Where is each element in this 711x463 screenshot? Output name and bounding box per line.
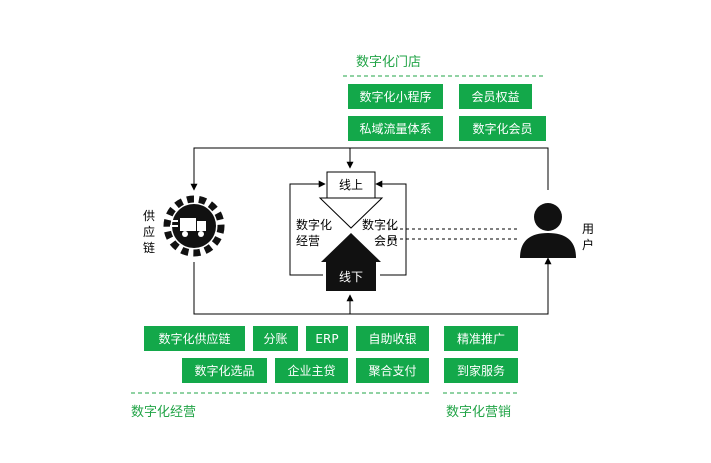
user-label-1: 用 (582, 222, 594, 236)
bottom-box-erp[interactable]: ERP (306, 326, 348, 351)
supply-chain-label-1: 供 (143, 209, 155, 223)
svg-text:数字化会员: 数字化会员 (472, 121, 532, 136)
svg-text:聚合支付: 聚合支付 (368, 363, 416, 378)
top-group-title: 数字化门店 (356, 55, 421, 70)
bottom-right-title: 数字化营销 (446, 405, 511, 420)
bottom-box-home-service[interactable]: 到家服务 (444, 358, 518, 383)
online-funnel (318, 197, 384, 229)
center-left-loop (289, 180, 326, 276)
svg-text:会员权益: 会员权益 (471, 90, 519, 104)
bottom-box-split-account[interactable]: 分账 (253, 326, 298, 351)
center-right-text-1: 数字化 (362, 217, 398, 232)
bottom-loop-line (193, 257, 552, 315)
user-icon (520, 203, 576, 258)
supply-chain-label-3: 链 (143, 240, 155, 255)
bottom-box-enterprise-loan[interactable]: 企业主贷 (275, 358, 348, 383)
offline-house: 线下 (321, 233, 381, 291)
svg-text:线上: 线上 (339, 178, 363, 192)
svg-text:分账: 分账 (263, 332, 287, 346)
bottom-box-self-checkout[interactable]: 自助收银 (356, 326, 429, 351)
bottom-box-digital-selection[interactable]: 数字化选品 (182, 358, 267, 383)
svg-text:数字化小程序: 数字化小程序 (359, 89, 431, 104)
svg-text:数字化选品: 数字化选品 (194, 363, 254, 378)
svg-text:企业主贷: 企业主贷 (287, 363, 335, 378)
top-loop-line (190, 147, 549, 191)
top-box-member-rights[interactable]: 会员权益 (459, 84, 532, 109)
svg-text:ERP: ERP (315, 332, 338, 346)
bottom-box-aggregate-pay[interactable]: 聚合支付 (356, 358, 429, 383)
svg-text:私域流量体系: 私域流量体系 (359, 122, 431, 136)
top-box-private-traffic[interactable]: 私域流量体系 (348, 116, 443, 141)
svg-text:线下: 线下 (339, 270, 363, 284)
user-label-2: 户 (582, 237, 594, 252)
center-right-text-2: 会员 (374, 234, 398, 248)
bottom-left-title: 数字化经营 (131, 405, 196, 420)
bottom-box-digital-supply-chain[interactable]: 数字化供应链 (144, 326, 245, 351)
svg-text:自助收银: 自助收银 (368, 332, 416, 346)
gear-truck-icon (163, 195, 225, 257)
online-box: 线上 (326, 171, 376, 199)
supply-chain-label-2: 应 (143, 224, 155, 239)
center-left-text-1: 数字化 (296, 217, 332, 232)
svg-text:数字化供应链: 数字化供应链 (158, 331, 230, 346)
center-left-text-2: 经营 (296, 234, 320, 248)
top-box-digital-member[interactable]: 数字化会员 (459, 116, 546, 141)
top-box-mini-program[interactable]: 数字化小程序 (348, 84, 443, 109)
svg-text:到家服务: 到家服务 (457, 363, 505, 378)
svg-text:精准推广: 精准推广 (457, 332, 505, 346)
bottom-box-precise-promotion[interactable]: 精准推广 (444, 326, 518, 351)
